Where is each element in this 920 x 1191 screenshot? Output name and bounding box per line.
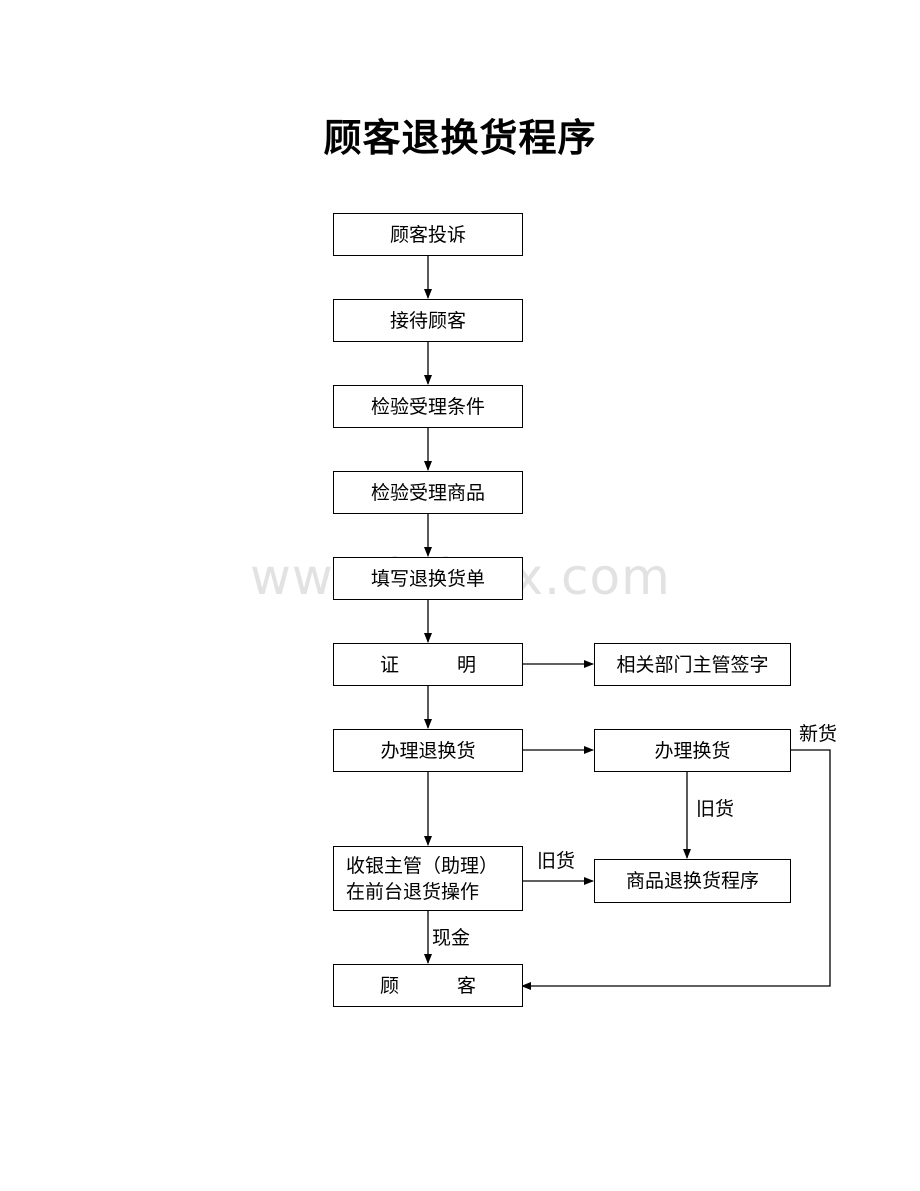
- process-return-label: 办理退换货: [380, 739, 476, 762]
- cashier-label-line2: 在前台退货操作: [346, 880, 480, 903]
- goods-return-procedure-box: 商品退换货程序: [594, 859, 791, 903]
- old-goods-right-label: 旧货: [696, 798, 735, 820]
- process-exchange-label: 办理换货: [654, 739, 731, 762]
- fill-form-box: 填写退换货单: [333, 557, 523, 600]
- page-title: 顾客退换货程序: [323, 115, 597, 160]
- customer-box: 顾 客: [333, 964, 523, 1007]
- complaint-label: 顾客投诉: [389, 223, 466, 246]
- reception-label: 接待顾客: [389, 309, 466, 332]
- arrow-newgoods-to-customer: [521, 749, 831, 990]
- complaint-box: 顾客投诉: [333, 213, 523, 256]
- process-return-box: 办理退换货: [333, 729, 523, 772]
- check-conditions-box: 检验受理条件: [333, 385, 523, 428]
- proof-box: 证 明: [333, 643, 523, 686]
- cash-label: 现金: [432, 927, 471, 949]
- check-goods-label: 检验受理商品: [370, 481, 485, 504]
- old-goods-left-label: 旧货: [537, 850, 576, 872]
- customer-label-left: 顾: [380, 974, 400, 997]
- check-goods-box: 检验受理商品: [333, 471, 523, 514]
- cashier-label-line1: 收银主管（助理）: [346, 854, 499, 877]
- fill-form-label: 填写退换货单: [370, 567, 485, 590]
- check-conditions-label: 检验受理条件: [370, 395, 485, 418]
- cashier-box: 收银主管（助理） 在前台退货操作: [333, 846, 523, 911]
- dept-sign-box: 相关部门主管签字: [594, 643, 791, 686]
- new-goods-label: 新货: [799, 723, 838, 745]
- customer-label-right: 客: [456, 974, 476, 997]
- reception-box: 接待顾客: [333, 299, 523, 342]
- process-exchange-box: 办理换货: [594, 729, 791, 772]
- goods-return-procedure-label: 商品退换货程序: [625, 870, 759, 892]
- dept-sign-label: 相关部门主管签字: [616, 653, 769, 676]
- proof-label-right: 明: [456, 653, 476, 676]
- proof-label-left: 证: [380, 653, 400, 676]
